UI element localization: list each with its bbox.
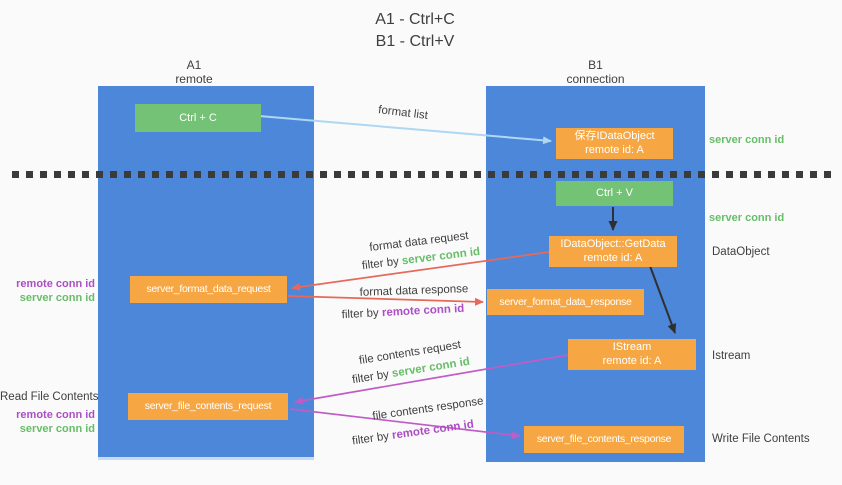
column-b-name: B1 <box>588 58 603 72</box>
column-a-header: A1 remote <box>88 58 300 86</box>
node-server-format-data-request: server_format_data_request <box>130 276 287 303</box>
title-line-1: A1 - Ctrl+C <box>375 11 455 28</box>
node-istream-line1: IStream <box>612 341 652 353</box>
label-write-file-contents: Write File Contents <box>712 433 810 445</box>
label-remote-conn-id-left-top: remote conn id <box>16 278 95 290</box>
filter-by-text: filter by <box>351 429 393 448</box>
node-save-idataobject-line2: remote id: A <box>585 144 644 156</box>
node-idataobject-getdata: IDataObject::GetData remote id: A <box>549 236 677 267</box>
flow-label-filter-remote-conn-1: filter by remote conn id <box>341 303 464 321</box>
node-ctrl-c: Ctrl + C <box>135 104 261 132</box>
node-istream: IStream remote id: A <box>568 339 696 370</box>
left-conn-id-block-top: remote conn id server conn id <box>0 277 95 305</box>
node-ctrl-v: Ctrl + V <box>556 181 673 206</box>
label-server-conn-id-right-top: server conn id <box>709 134 785 146</box>
node-server-format-data-response: server_format_data_response <box>487 289 644 315</box>
label-istream: Istream <box>712 350 751 362</box>
flow-label-filter-remote-conn-2: filter by remote conn id <box>351 419 474 448</box>
filter-by-text: filter by <box>361 255 403 273</box>
flow-label-format-data-response: format data response <box>359 283 469 299</box>
node-server-file-contents-request: server_file_contents_request <box>128 393 288 420</box>
label-read-file-contents: Read File Contents <box>0 391 99 403</box>
node-server-file-contents-response: server_file_contents_response <box>524 426 684 453</box>
label-server-conn-id-right-mid: server conn id <box>709 212 785 224</box>
column-b-role: connection <box>566 72 625 86</box>
label-remote-conn-id-left-bottom: remote conn id <box>16 409 95 421</box>
label-server-conn-id-left-top: server conn id <box>19 292 95 304</box>
diagram-title: A1 - Ctrl+C B1 - Ctrl+V <box>0 9 830 53</box>
label-server-conn-id-left-bottom: server conn id <box>19 423 95 435</box>
left-conn-id-block-bottom: remote conn id server conn id <box>0 408 95 436</box>
node-getdata-line1: IDataObject::GetData <box>560 238 666 250</box>
remote-conn-id-text: remote conn id <box>381 302 465 320</box>
title-line-2: B1 - Ctrl+V <box>375 33 455 50</box>
filter-by-text: filter by <box>351 368 393 387</box>
label-dataobject: DataObject <box>712 246 770 258</box>
flow-label-format-list: format list <box>377 104 429 122</box>
remote-conn-id-text: remote conn id <box>391 418 475 442</box>
node-save-idataobject: 保存IDataObject remote id: A <box>556 128 673 159</box>
node-getdata-line2: remote id: A <box>583 252 643 264</box>
filter-by-text: filter by <box>341 307 383 322</box>
node-save-idataobject-line1: 保存IDataObject <box>574 130 655 142</box>
dotted-separator-line <box>12 171 831 178</box>
column-b-header: B1 connection <box>486 58 705 86</box>
column-a-role: remote <box>175 72 213 86</box>
column-a-name: A1 <box>186 58 202 72</box>
node-istream-line2: remote id: A <box>602 355 662 367</box>
server-conn-id-text: server conn id <box>401 245 481 268</box>
